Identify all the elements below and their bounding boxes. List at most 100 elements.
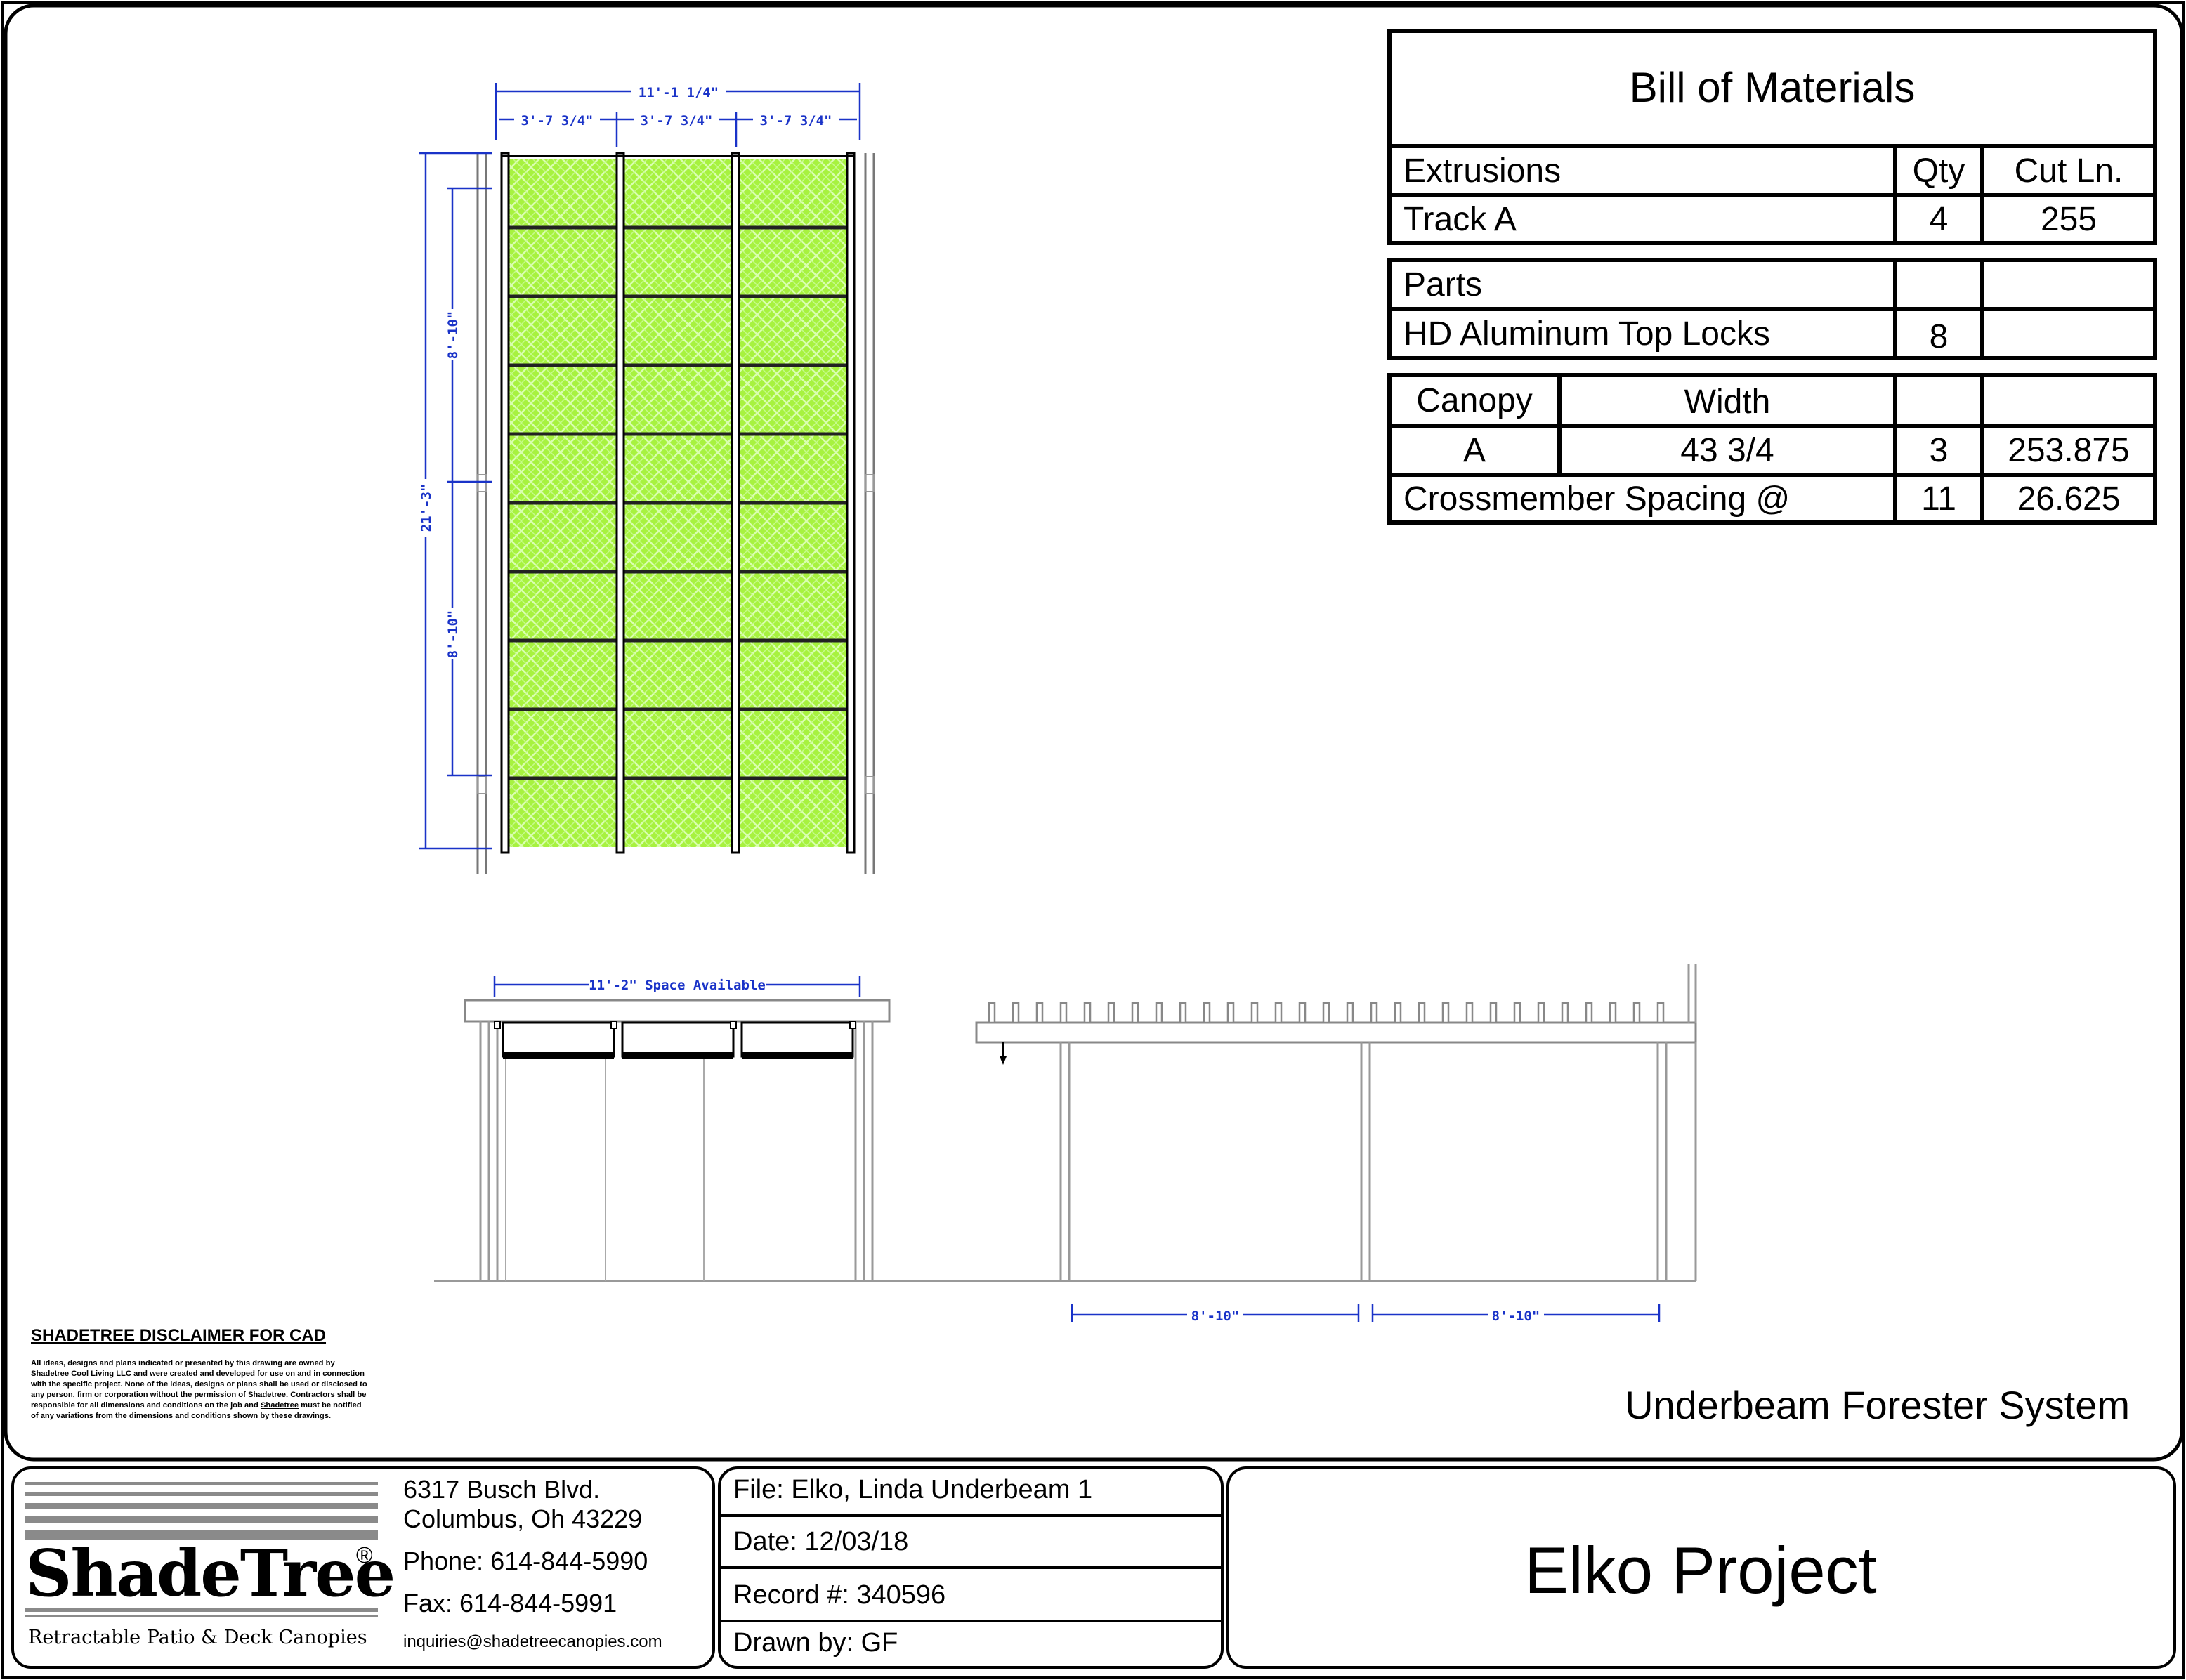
canopy-panel: [624, 709, 732, 778]
track: [731, 152, 740, 854]
logo-stripes: [25, 1482, 378, 1540]
extrusion-cut: 255: [2040, 200, 2097, 238]
file-name: File: Elko, Linda Underbeam 1: [733, 1475, 1093, 1504]
crossmember-spacing-value: 26.625: [2017, 480, 2121, 518]
rafter-end: [1107, 1002, 1115, 1024]
canopy-panel: [509, 365, 617, 434]
drawn-by: Drawn by: GF: [733, 1628, 898, 1658]
rafter-end: [1656, 1002, 1665, 1024]
rafter-end: [1322, 1002, 1330, 1024]
parts-header: Parts: [1403, 265, 1483, 303]
overall-length-label: 21'-3": [419, 484, 434, 532]
crossmember: [739, 363, 847, 367]
registered-mark: ®: [356, 1542, 373, 1568]
bom-title: Bill of Materials: [1629, 63, 1916, 111]
crossmember: [739, 294, 847, 298]
canopy-panel: [739, 503, 847, 572]
crossmember: [509, 363, 617, 367]
crossmember: [624, 294, 732, 298]
company-logo: ShadeTree: [25, 1535, 395, 1611]
project-title: Elko Project: [1524, 1533, 1877, 1607]
track: [846, 152, 856, 854]
crossmember: [739, 776, 847, 780]
crossmember: [509, 570, 617, 574]
post-spacing-label: 8'-10": [1191, 1308, 1240, 1324]
canopy-panel: [509, 641, 617, 709]
fax: Fax: 614-844-5991: [403, 1589, 617, 1617]
crossmember: [509, 501, 617, 505]
width-header: Width: [1684, 383, 1771, 421]
crossmember: [624, 707, 732, 711]
canopy-panel: [624, 572, 732, 641]
bay-width-label: 3'-7 3/4": [641, 113, 713, 129]
post-spacing-label: 8'-10": [1492, 1308, 1540, 1324]
canopy-panel: [509, 296, 617, 365]
crossmember-qty: 11: [1921, 480, 1956, 518]
rafter-end: [1179, 1002, 1187, 1024]
rafter-end: [1250, 1002, 1259, 1024]
rafter-end: [1155, 1002, 1163, 1024]
bom-table-lines: [1387, 29, 2157, 525]
plan-view: [476, 152, 875, 874]
canopy-panel: [739, 296, 847, 365]
canopy-panel: [739, 159, 847, 228]
rafter-end: [1394, 1002, 1402, 1024]
canopy-name: A: [1462, 431, 1486, 469]
rafter-end: [1632, 1002, 1641, 1024]
overall-width-label: 11'-1 1/4": [639, 85, 719, 100]
canopy-panel: [624, 228, 732, 296]
track: [500, 152, 510, 854]
rafter-end: [1537, 1002, 1545, 1024]
extrusion-qty: 4: [1929, 200, 1949, 238]
rafter-end: [1585, 1002, 1593, 1024]
canopy-panel: [624, 159, 732, 228]
crossmember: [509, 294, 617, 298]
crossmember-spacing-label: Crossmember Spacing @: [1403, 480, 1791, 518]
track: [615, 152, 625, 854]
crossmember: [739, 707, 847, 711]
crossmember: [739, 225, 847, 230]
side-elevation: 8'-10" 8'-10": [969, 964, 1697, 1324]
canopy-panel: [509, 778, 617, 847]
canopy-panel: [624, 434, 732, 503]
crossmember: [739, 570, 847, 574]
crossmember: [624, 638, 732, 643]
canopy-panel: [739, 572, 847, 641]
canopy-panel: [739, 641, 847, 709]
qty-header: Qty: [1912, 152, 1965, 190]
canopy-panel: [509, 709, 617, 778]
part-qty: 8: [1929, 317, 1949, 355]
rafter-end: [1131, 1002, 1139, 1024]
canopy-panel: [624, 365, 732, 434]
rafter-end: [1370, 1002, 1378, 1024]
rafter-end: [1346, 1002, 1354, 1024]
rafter-end: [1561, 1002, 1569, 1024]
disclaimer-title: SHADETREE DISCLAIMER FOR CAD: [31, 1326, 327, 1345]
drawing-date: Date: 12/03/18: [733, 1527, 909, 1556]
title-block-frames: [11, 1466, 2176, 1669]
post-spacing-label: 8'-10": [445, 610, 461, 659]
extrusions-header: Extrusions: [1403, 152, 1562, 190]
canopy-panel: [624, 778, 732, 847]
rafter-end: [1274, 1002, 1283, 1024]
rafter-end: [1513, 1002, 1521, 1024]
rafter-end: [1418, 1002, 1426, 1024]
crossmember: [509, 776, 617, 780]
crossmember: [624, 501, 732, 505]
crossmember: [509, 432, 617, 436]
canopy-width: 43 3/4: [1680, 431, 1774, 469]
canopy-panel: [624, 503, 732, 572]
rafter-end: [1059, 1002, 1068, 1024]
canopy-panel: [624, 296, 732, 365]
part-name: HD Aluminum Top Locks: [1403, 315, 1770, 353]
canopy-header: Canopy: [1416, 381, 1533, 419]
front-elevation: 11'-2" Space Available: [434, 976, 969, 1282]
canopy-cut: 253.875: [2008, 431, 2130, 469]
crossmember: [624, 570, 732, 574]
phone: Phone: 614-844-5990: [403, 1547, 648, 1575]
email-link[interactable]: inquiries@shadetreecanopies.com: [403, 1632, 662, 1651]
crossmember: [624, 776, 732, 780]
bay-width-label: 3'-7 3/4": [760, 113, 832, 129]
rafter-end: [1489, 1002, 1498, 1024]
